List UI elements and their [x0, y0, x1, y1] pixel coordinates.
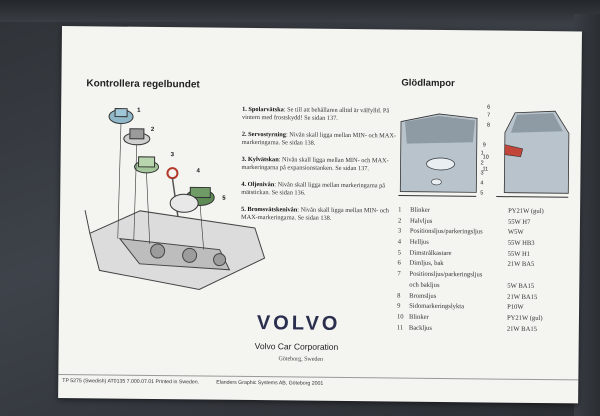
washer-fluid-cap-icon — [108, 108, 134, 125]
illustration-label-1: 1 — [137, 107, 141, 114]
power-steering-cap-icon — [123, 128, 151, 146]
rear-label-11: 11 — [482, 166, 489, 173]
car-rear-illustration — [496, 110, 570, 198]
reference-card: Kontrollera regelbundet Glödlampor — [58, 26, 582, 404]
check-item-4: 4. Oljenivån: Nivån skall ligga mellan m… — [241, 180, 386, 197]
footer-print-info: TP 5275 (Swedish) AT0135 7.000.07.01 Pri… — [62, 378, 200, 386]
check-item-3: 3. Kylvätskan: Nivån skall ligga mellan … — [241, 155, 389, 173]
illustration-label-2: 2 — [150, 126, 155, 133]
illustration-label-5: 5 — [222, 195, 226, 202]
volvo-logo: VOLVO — [256, 312, 341, 335]
check-item-2: 2. Servostyrning: Nivån skall ligga mell… — [241, 130, 397, 147]
rear-label-6: 6 — [487, 104, 491, 111]
illustration-label-4: 4 — [196, 168, 200, 175]
car-front-illustration — [398, 113, 478, 197]
front-label-4: 4 — [480, 180, 484, 187]
section-title-checks: Kontrollera regelbundet — [86, 78, 200, 91]
check-item-5: 5. Bromsvätskenivån: Nivån skall ligga m… — [240, 205, 389, 222]
corporation-name: Volvo Car Corporation — [254, 341, 339, 352]
check-item-1: 1. Spolarvätska: Se till att behållaren … — [242, 105, 390, 122]
coolant-tank-icon — [169, 193, 199, 213]
rear-label-8: 8 — [486, 122, 491, 129]
footer-publisher: Elanders Graphic Systems AB, Göteborg 20… — [216, 379, 324, 387]
check-list: 1. Spolarvätska: Se till att behållaren … — [241, 106, 402, 233]
rear-label-10: 10 — [482, 154, 489, 161]
coolant-cap-icon — [134, 156, 160, 174]
folder-flap — [0, 0, 600, 22]
section-title-bulbs: Glödlampor — [401, 77, 455, 90]
engine-icon — [84, 210, 266, 290]
engine-bay-illustration — [84, 108, 266, 290]
illustration-label-3: 3 — [170, 152, 175, 159]
front-label-5: 5 — [480, 190, 484, 197]
rear-label-7: 7 — [487, 112, 491, 119]
corporation-city: Göteborg, Sweden — [278, 356, 324, 363]
rear-label-9: 9 — [482, 142, 486, 149]
